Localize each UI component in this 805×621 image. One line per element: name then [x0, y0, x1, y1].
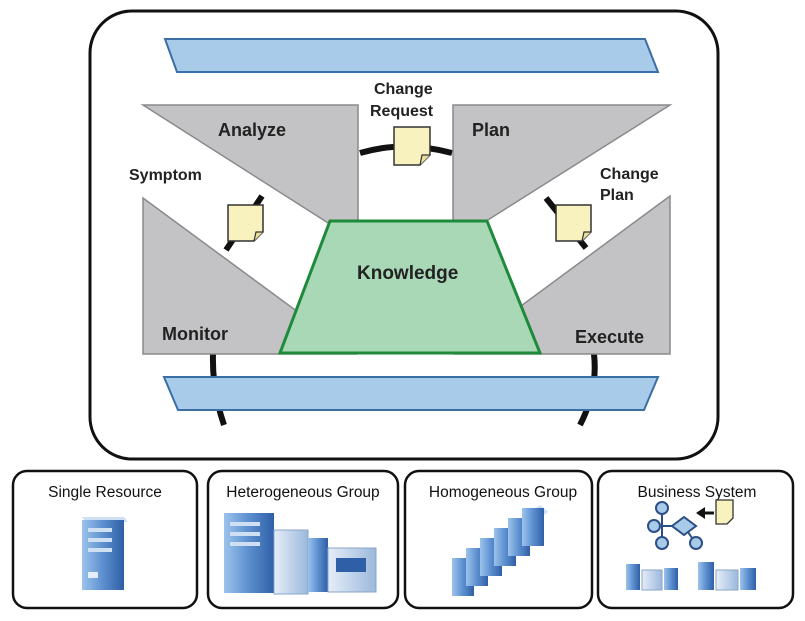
top-interface-bar [163, 38, 660, 73]
change-request-label-line2: Request [370, 103, 434, 120]
heterogeneous-servers-icon [224, 513, 377, 595]
change-plan-label-line1: Change [600, 166, 659, 183]
business-servers-icon [626, 562, 756, 591]
analyze-label: Analyze [218, 120, 286, 140]
change-request-note-icon [393, 126, 431, 166]
monitor-label: Monitor [162, 324, 228, 344]
knowledge-box [277, 219, 543, 355]
business-note-icon [715, 499, 734, 525]
homogeneous-servers-icon [452, 505, 548, 596]
plan-wedge [452, 104, 673, 244]
bottom-interface-bar [162, 376, 660, 411]
symptom-note-icon [227, 204, 264, 242]
symptom-label: Symptom [129, 167, 202, 184]
change-plan-label-line2: Plan [600, 187, 634, 204]
change-plan-note-icon [555, 204, 592, 242]
plan-label: Plan [472, 120, 510, 140]
single-resource-label: Single Resource [48, 484, 162, 501]
knowledge-label: Knowledge [357, 263, 458, 284]
arrow-left-icon [696, 507, 714, 519]
analyze-wedge [140, 104, 359, 244]
single-server-icon [82, 517, 128, 590]
heterogeneous-group-label: Heterogeneous Group [226, 484, 379, 501]
change-request-label-line1: Change [374, 81, 433, 98]
homogeneous-group-label: Homogeneous Group [429, 484, 577, 501]
execute-label: Execute [575, 327, 644, 347]
business-system-label: Business System [638, 484, 757, 501]
workflow-icon [647, 501, 703, 550]
business-system-icon [626, 499, 756, 591]
